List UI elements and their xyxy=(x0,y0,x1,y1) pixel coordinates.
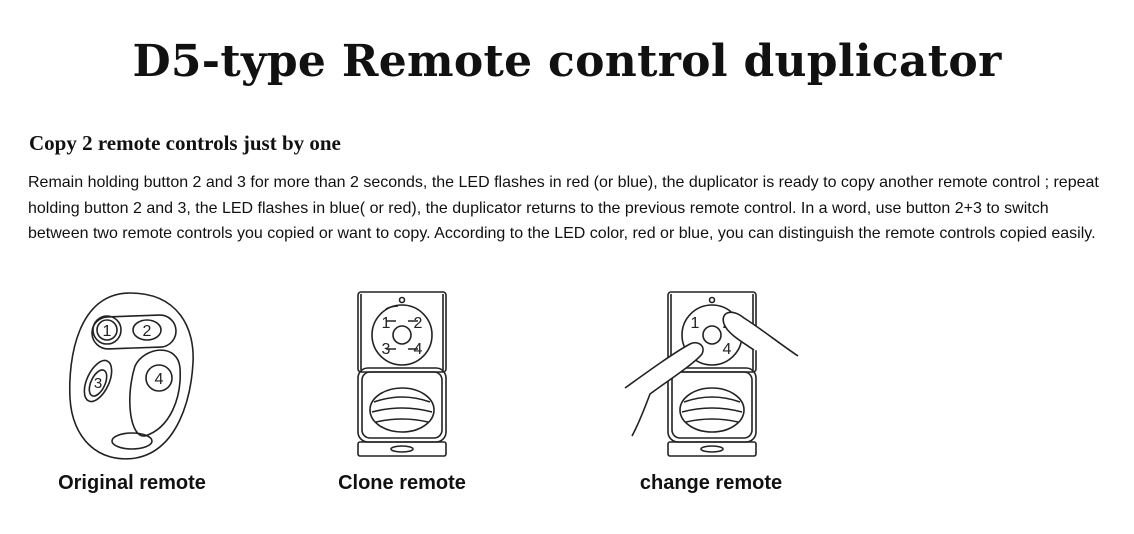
clone-remote-caption: Clone remote xyxy=(338,472,466,494)
original-remote-caption: Original remote xyxy=(58,472,206,494)
clone-button-3-label: 3 xyxy=(382,341,391,358)
original-button-3-label: 3 xyxy=(94,375,102,392)
change-remote-caption: change remote xyxy=(639,472,783,494)
original-button-1 xyxy=(92,315,122,345)
instructions-paragraph: Remain holding button 2 and 3 for more t… xyxy=(28,174,1099,243)
original-remote-illustration: 1 2 3 4 xyxy=(68,292,194,460)
clone-remote-illustration: 1 2 3 4 xyxy=(357,291,447,457)
original-button-1-label: 1 xyxy=(103,323,112,340)
change-button-1-label: 1 xyxy=(691,315,700,332)
change-button-4-label: 4 xyxy=(723,341,732,358)
clone-button-2-label: 2 xyxy=(414,315,423,332)
finger-left-icon xyxy=(624,341,704,437)
original-button-2-label: 2 xyxy=(143,323,152,340)
section-subtitle: Copy 2 remote controls just by one xyxy=(29,131,341,155)
clone-button-1-label: 1 xyxy=(382,315,391,332)
change-remote-illustration: 1 2 4 xyxy=(624,291,799,457)
original-button-4-label: 4 xyxy=(155,371,164,388)
clone-button-4-label: 4 xyxy=(414,341,423,358)
page-title: D5-type Remote control duplicator xyxy=(132,36,1002,87)
finger-right-icon xyxy=(722,311,799,357)
